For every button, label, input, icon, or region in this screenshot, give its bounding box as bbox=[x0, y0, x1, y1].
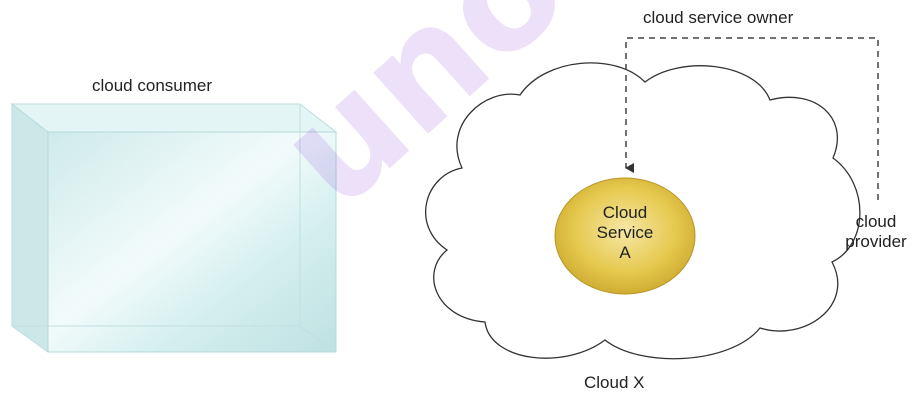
cloud-service-a-line-1: Cloud bbox=[602, 203, 648, 222]
ownership-connector-line bbox=[625, 37, 879, 200]
cloud-consumer-cube bbox=[10, 102, 338, 353]
cloud-provider-label: cloud provider bbox=[830, 212, 922, 252]
cloud-provider-line-1: cloud bbox=[855, 212, 897, 231]
cloud-service-a-line-2: Service bbox=[596, 223, 654, 242]
cloud-service-a-ellipse bbox=[554, 177, 696, 295]
cloud-service-a-label: Cloud Service A bbox=[575, 203, 675, 263]
cloud-x-label: Cloud X bbox=[584, 373, 645, 392]
cloud-provider-line-2: provider bbox=[845, 232, 907, 251]
cloud-service-owner-label: cloud service owner bbox=[643, 8, 794, 27]
cloud-consumer-label: cloud consumer bbox=[92, 76, 213, 95]
cloud-service-a-line-3: A bbox=[619, 243, 631, 262]
